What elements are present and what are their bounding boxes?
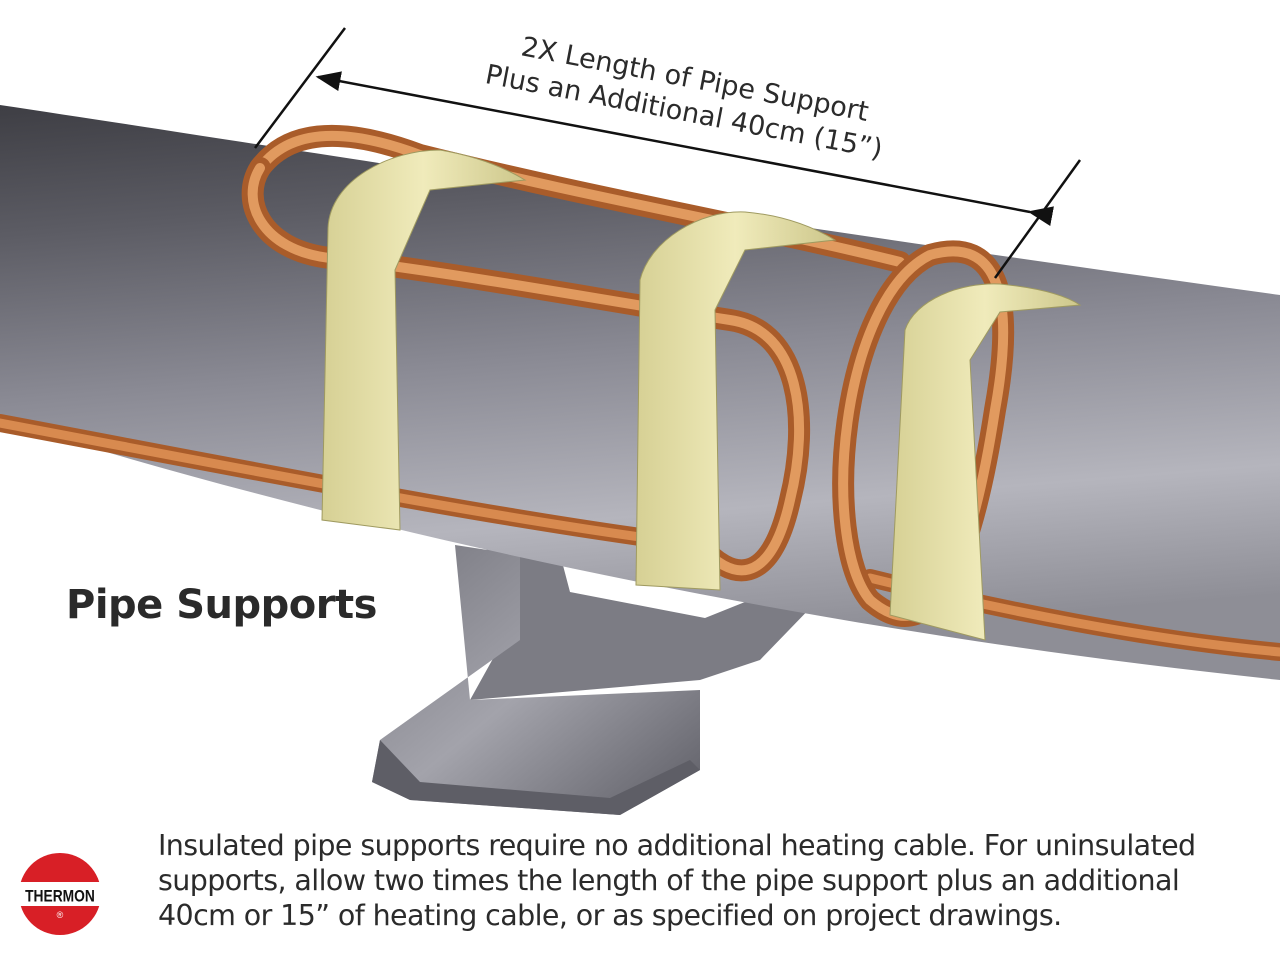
- logo-text: THERMON: [25, 888, 95, 906]
- dimension-arrow-icon: [315, 71, 1054, 227]
- extension-line-right: [993, 159, 1082, 279]
- strap-3: [889, 283, 1082, 641]
- caption-line-1: Insulated pipe supports require no addit…: [158, 829, 1196, 862]
- caption-line-2: supports, allow two times the length of …: [158, 864, 1180, 897]
- section-title: Pipe Supports: [66, 582, 377, 628]
- logo-registered-mark: ®: [57, 910, 64, 920]
- thermon-logo-icon: THERMON ®: [19, 853, 101, 935]
- extension-line-left: [254, 27, 346, 149]
- dimension-lines: [254, 27, 1082, 279]
- caption-line-3: 40cm or 15” of heating cable, or as spec…: [158, 899, 1062, 932]
- caption: Insulated pipe supports require no addit…: [158, 828, 1218, 933]
